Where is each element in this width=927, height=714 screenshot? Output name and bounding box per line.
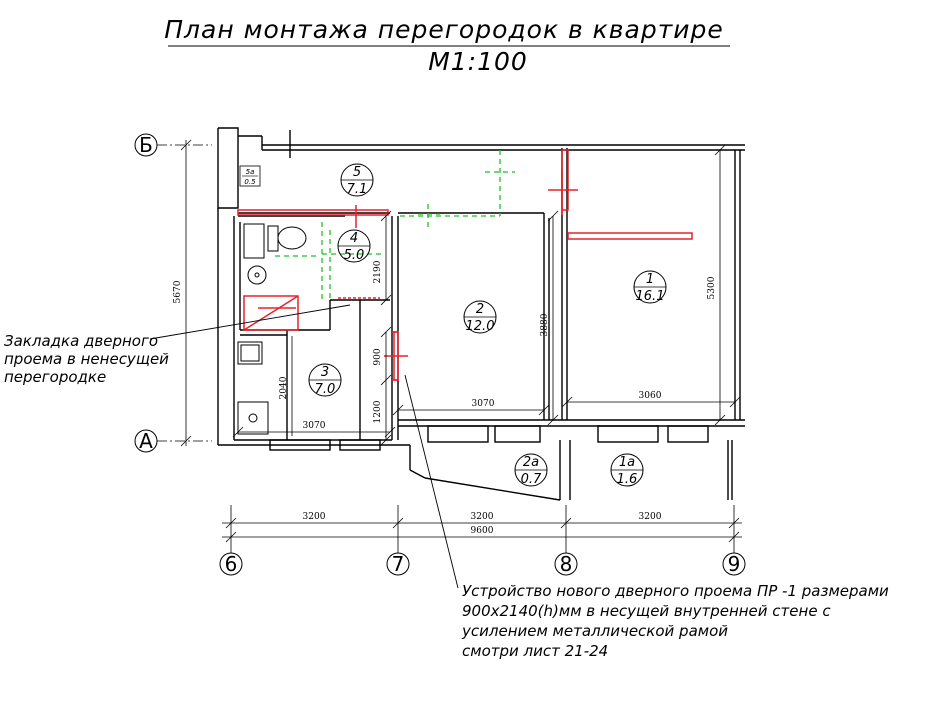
room-1a-area: 1.6 bbox=[617, 472, 638, 487]
note-left-line2: проема в ненесущей bbox=[4, 350, 169, 368]
dim-3070-room2: 3070 bbox=[472, 399, 495, 409]
bathtub-fixture bbox=[243, 223, 265, 259]
dim-3070-room3: 3070 bbox=[303, 421, 326, 431]
axis-8-marker: 8 bbox=[554, 505, 578, 576]
axis-7-label: 7 bbox=[392, 552, 405, 576]
dim-900: 900 bbox=[373, 348, 383, 365]
axis-6-marker: 6 bbox=[219, 505, 243, 576]
room-1-area: 16.1 bbox=[636, 289, 665, 304]
room-2-area: 12.0 bbox=[466, 319, 495, 334]
dim-3200-a: 3200 bbox=[303, 512, 326, 522]
axis-9-marker: 9 bbox=[722, 505, 746, 576]
axis-9-label: 9 bbox=[728, 552, 741, 576]
walls bbox=[217, 127, 745, 501]
room-1-number: 1 bbox=[646, 272, 654, 287]
axis-a-marker: А bbox=[134, 429, 212, 453]
stove-fixture bbox=[237, 401, 269, 435]
note-bottom-line4: смотри лист 21-24 bbox=[462, 642, 608, 660]
dim-5300: 5300 bbox=[707, 276, 717, 299]
room-4-area: 5.0 bbox=[344, 248, 365, 263]
room-2a-number: 2а bbox=[523, 455, 539, 470]
note-left-line3: перегородке bbox=[4, 368, 106, 386]
room-1-tag: 1 16.1 bbox=[633, 270, 667, 304]
note-bottom-line3: усилением металлической рамой bbox=[461, 622, 728, 640]
room-5a-area: 0.5 bbox=[244, 178, 256, 186]
note-bottom-line1: Устройство нового дверного проема ПР -1 … bbox=[462, 582, 889, 600]
room-5a-number: 5а bbox=[246, 168, 255, 176]
note-left: Закладка дверного проема в ненесущей пер… bbox=[4, 332, 169, 386]
dim-1200: 1200 bbox=[373, 400, 383, 423]
note-bottom-line2: 900х2140(h)мм в несущей внутренней стене… bbox=[462, 602, 831, 620]
room-3-tag: 3 7.0 bbox=[308, 363, 342, 397]
room-2a-tag: 2а 0.7 bbox=[514, 453, 548, 487]
dim-2040: 2040 bbox=[279, 376, 289, 399]
dimension-lines bbox=[180, 139, 742, 543]
room-1a-number: 1а bbox=[619, 455, 635, 470]
axis-b-label: Б bbox=[139, 133, 153, 157]
toilet-fixture bbox=[267, 225, 307, 252]
room-4-number: 4 bbox=[350, 231, 358, 246]
leader-line-left-note bbox=[149, 304, 351, 340]
sink-fixture bbox=[247, 265, 267, 285]
room-2a-area: 0.7 bbox=[521, 472, 542, 487]
note-bottom: Устройство нового дверного проема ПР -1 … bbox=[461, 582, 889, 660]
kitchen-sink-fixture bbox=[237, 341, 263, 365]
room-5-area: 7.1 bbox=[347, 182, 368, 197]
dimension-texts: 5670 5300 2190 3880 900 1200 2040 3070 3… bbox=[173, 260, 717, 536]
room-1a-tag: 1а 1.6 bbox=[610, 453, 644, 487]
demolished-partitions bbox=[275, 150, 515, 300]
dim-2190: 2190 bbox=[373, 260, 383, 283]
drawing-scale: М1:100 bbox=[428, 47, 528, 76]
dim-3060: 3060 bbox=[639, 391, 662, 401]
room-5-number: 5 bbox=[353, 165, 361, 180]
axis-6-label: 6 bbox=[225, 552, 238, 576]
new-partitions bbox=[237, 149, 693, 381]
leader-line-bottom-note bbox=[404, 374, 459, 589]
axis-8-label: 8 bbox=[560, 552, 573, 576]
room-4-tag: 4 5.0 bbox=[337, 229, 371, 263]
dim-3880: 3880 bbox=[540, 313, 550, 336]
axis-7-marker: 7 bbox=[386, 505, 410, 576]
room-5a-tag: 5а 0.5 bbox=[239, 165, 261, 187]
axis-b-marker: Б bbox=[134, 133, 212, 157]
note-left-line1: Закладка дверного bbox=[4, 332, 158, 350]
room-3-area: 7.0 bbox=[315, 382, 336, 397]
dim-3200-b: 3200 bbox=[471, 512, 494, 522]
dim-5670: 5670 bbox=[173, 280, 183, 303]
room-2-tag: 2 12.0 bbox=[463, 300, 497, 334]
drawing-title: План монтажа перегородок в квартире bbox=[164, 15, 724, 44]
dim-3200-c: 3200 bbox=[639, 512, 662, 522]
room-3-number: 3 bbox=[321, 365, 329, 380]
room-5-tag: 5 7.1 bbox=[340, 163, 374, 197]
axis-a-label: А bbox=[139, 429, 153, 453]
dim-9600: 9600 bbox=[471, 526, 494, 536]
room-2-number: 2 bbox=[476, 302, 484, 317]
